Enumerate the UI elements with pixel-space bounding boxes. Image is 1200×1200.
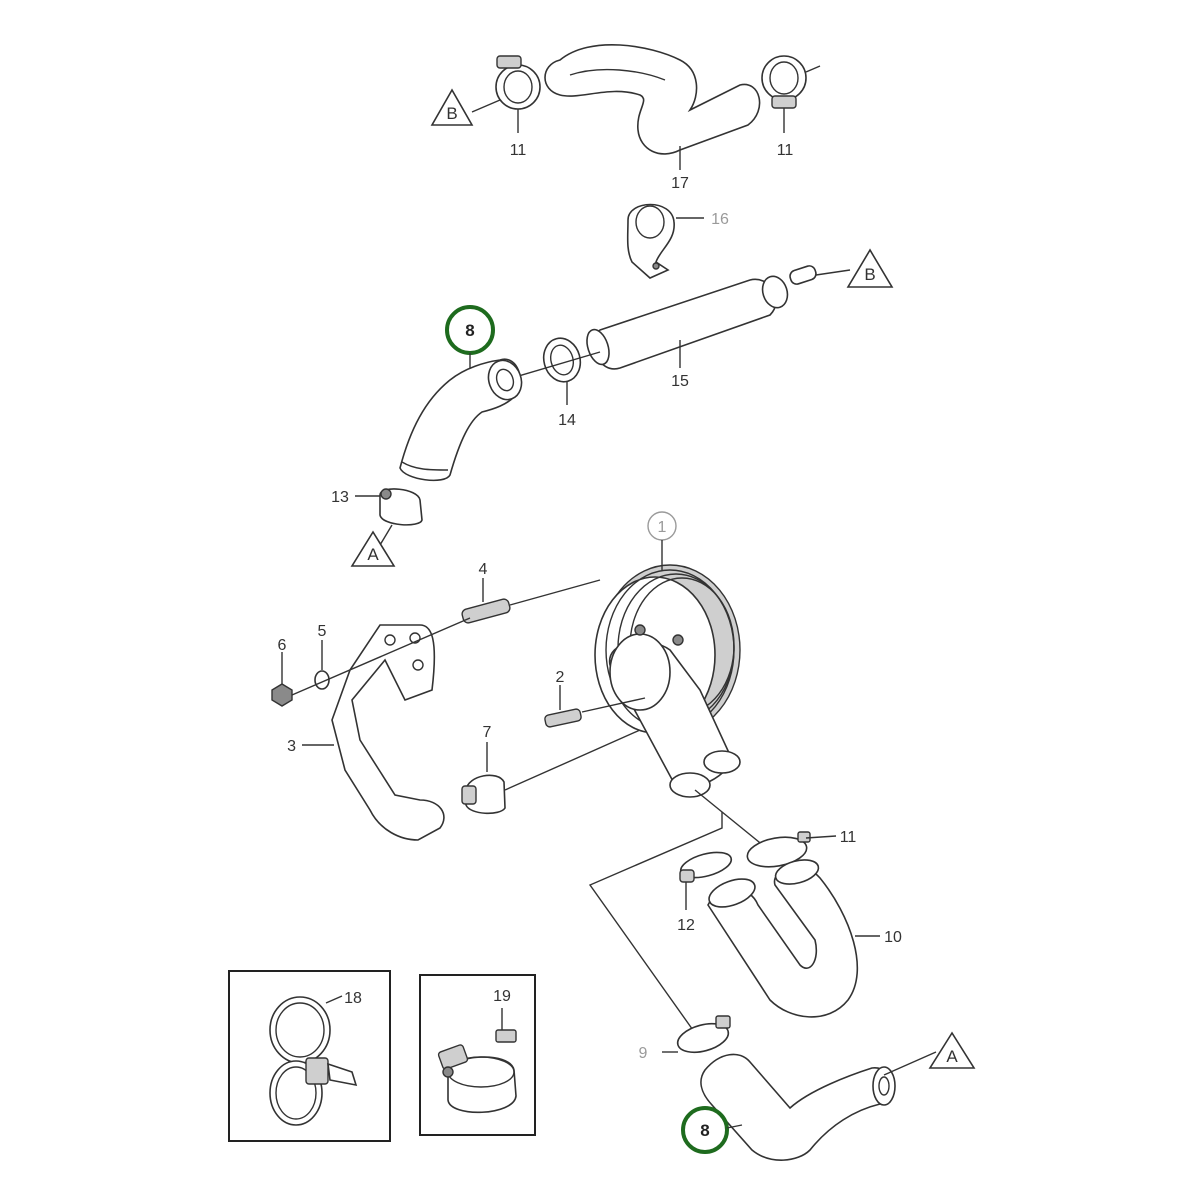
callout-10: 10 bbox=[884, 929, 902, 946]
callout-6: 6 bbox=[278, 637, 287, 654]
callout-8-bottom: 8 bbox=[700, 1121, 709, 1140]
callout-4: 4 bbox=[479, 561, 488, 578]
washer-5-part bbox=[314, 640, 330, 690]
callout-5: 5 bbox=[318, 623, 327, 640]
callout-9: 9 bbox=[639, 1045, 648, 1062]
ref-triangle-a-right: A bbox=[928, 1031, 976, 1069]
cable-tie-18-part bbox=[269, 995, 358, 1126]
ref-b-right-label: B bbox=[864, 265, 875, 284]
callout-12: 12 bbox=[677, 917, 695, 934]
inset-box-18: 18 bbox=[228, 970, 391, 1142]
hose-10-part bbox=[707, 859, 880, 1018]
callout-14: 14 bbox=[558, 412, 576, 429]
callout-11-top-right: 11 bbox=[777, 142, 794, 159]
clip-16-part bbox=[626, 203, 704, 279]
callout-15: 15 bbox=[671, 373, 689, 390]
callout-7: 7 bbox=[483, 724, 492, 741]
bolt-2-part bbox=[544, 685, 646, 728]
clamp-11-top-right-part bbox=[761, 55, 821, 133]
bushing-7-part bbox=[461, 729, 641, 815]
ref-a-right-label: A bbox=[946, 1047, 958, 1066]
callout-18: 18 bbox=[344, 990, 362, 1007]
callout-19: 19 bbox=[493, 988, 511, 1005]
nut-6-part bbox=[271, 652, 293, 707]
callout-2: 2 bbox=[556, 669, 565, 686]
callout-16: 16 bbox=[711, 211, 729, 228]
ref-a-left-label: A bbox=[367, 545, 379, 564]
callout-8-top: 8 bbox=[465, 321, 474, 340]
hose-17-part bbox=[544, 44, 761, 155]
callout-11-top-left: 11 bbox=[510, 142, 527, 159]
ref-triangle-b-left: B bbox=[430, 88, 501, 126]
pipe-15-part bbox=[586, 265, 817, 370]
callout-17: 17 bbox=[671, 175, 689, 192]
ref-triangle-b-right: B bbox=[815, 248, 894, 288]
water-pump-1-part bbox=[594, 564, 741, 798]
highlight-ring-8-bottom bbox=[681, 1106, 729, 1154]
hose-8-bottom-part bbox=[700, 1051, 937, 1161]
hose-8-top-part bbox=[399, 358, 523, 482]
ref-triangle-a-left: A bbox=[350, 530, 396, 567]
hose-clamp-19-part bbox=[437, 1008, 517, 1114]
clamp-11-mid-part bbox=[746, 831, 837, 868]
callout-1: 1 bbox=[658, 519, 667, 536]
ref-b-left-label: B bbox=[446, 104, 457, 123]
callout-11-mid: 11 bbox=[840, 829, 857, 846]
bracket-3-part bbox=[302, 624, 445, 841]
clamp-13-part bbox=[355, 488, 423, 546]
seal-ring-14-part bbox=[542, 337, 582, 405]
clamp-11-top-left-part bbox=[495, 55, 541, 133]
stud-4-part bbox=[461, 578, 511, 624]
clamp-12-part bbox=[679, 851, 733, 910]
inset-box-19: 19 bbox=[419, 974, 536, 1136]
callout-3: 3 bbox=[287, 738, 296, 755]
clamp-9-part bbox=[662, 1015, 731, 1054]
callout-13: 13 bbox=[331, 489, 349, 506]
